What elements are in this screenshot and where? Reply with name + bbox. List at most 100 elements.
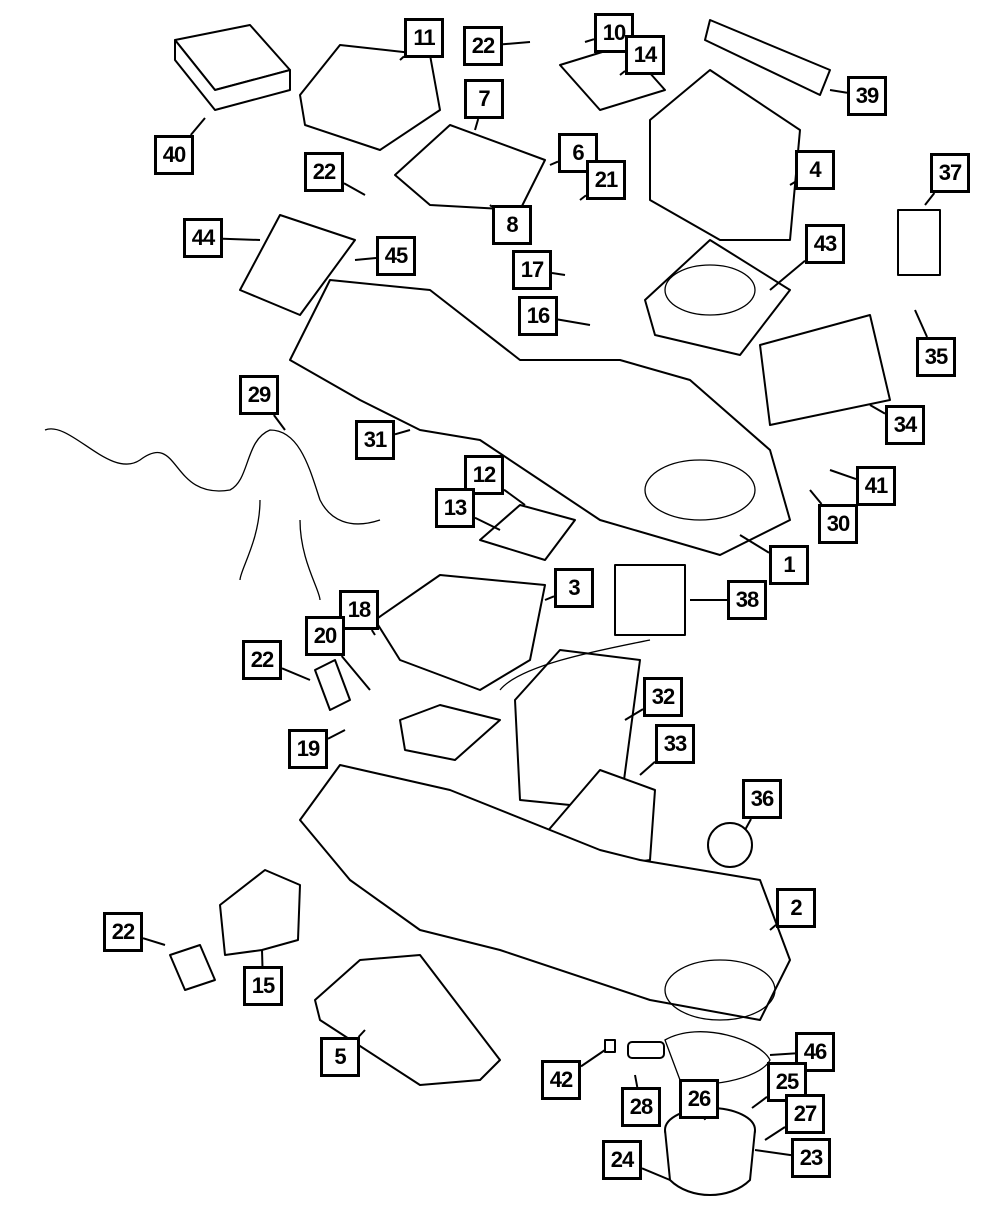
leader-line-28 [634,1074,639,1088]
leader-line-42 [580,1049,606,1068]
callout-14: 14 [625,35,665,75]
callout-37: 37 [930,153,970,193]
part-24-motor [664,1129,756,1196]
part-7-door [394,124,546,211]
callout-42: 42 [541,1060,581,1100]
leader-line-32 [624,708,644,721]
part-3-housing [374,574,546,691]
callout-31: 31 [355,420,395,460]
leader-line-22 [142,937,166,946]
leader-line-30 [809,489,823,505]
callout-23: 23 [791,1138,831,1178]
callout-22: 22 [242,640,282,680]
callout-43: 43 [805,224,845,264]
leader-line-46 [769,1052,796,1056]
callout-21: 21 [586,160,626,200]
part-39-seal [704,19,831,96]
callout-26: 26 [679,1079,719,1119]
leader-line-4 [789,181,796,186]
callout-39: 39 [847,76,887,116]
callout-41: 41 [856,466,896,506]
callout-15: 15 [243,966,283,1006]
leader-line-14 [619,70,626,76]
part-42 [604,1039,616,1053]
leader-line-10 [584,38,595,43]
callout-17: 17 [512,250,552,290]
callout-6: 6 [558,133,598,173]
callout-22: 22 [103,912,143,952]
leader-line-43 [769,259,806,291]
leader-line-13 [474,516,501,531]
callout-8: 8 [492,205,532,245]
leader-line-6 [549,160,559,166]
callout-22: 22 [304,152,344,192]
leader-line-23 [754,1149,792,1157]
part-2-lower-housing [299,764,791,1021]
leader-line-19 [327,729,346,740]
part-28 [627,1041,665,1059]
leader-line-41 [829,469,857,480]
part-36 [707,822,753,868]
leader-line-36 [744,818,752,831]
leader-line-29 [273,414,286,431]
callout-44: 44 [183,218,223,258]
leader-line-34 [869,404,886,415]
leader-line-21 [579,194,587,201]
leader-line-37 [924,192,936,206]
callout-24: 24 [602,1140,642,1180]
part-43-ring [664,264,756,316]
part-40-base [174,39,291,111]
part-2-opening [664,959,776,1021]
callout-2: 2 [776,888,816,928]
part-1-upper-housing [289,279,791,556]
leader-line-11 [399,55,405,61]
leader-line-17 [551,272,566,276]
callout-1: 1 [769,545,809,585]
leader-line-40 [189,117,206,136]
part-22-actuator [314,659,351,711]
callout-45: 45 [376,236,416,276]
leader-line-16 [557,318,591,326]
part-11 [299,44,441,151]
leader-line-24 [641,1167,671,1181]
leader-line-45 [354,256,377,261]
callout-28: 28 [621,1087,661,1127]
leader-line-8 [489,204,493,208]
callout-32: 32 [643,677,683,717]
part-5-duct [314,954,501,1086]
callout-13: 13 [435,488,475,528]
part-32-evaporator [514,649,641,811]
callout-19: 19 [288,729,328,769]
leader-line-31 [394,429,411,436]
leader-line-27 [764,1126,786,1141]
callout-35: 35 [916,337,956,377]
part-1-opening [644,459,756,521]
callout-33: 33 [655,724,695,764]
leader-line-3 [544,595,555,601]
callout-40: 40 [154,135,194,175]
part-22-actuator-bottom [169,944,216,991]
leader-line-12 [503,488,526,506]
part-34-core [759,314,891,426]
callout-7: 7 [464,79,504,119]
part-37 [897,209,941,276]
leader-line-35 [914,309,928,338]
callout-29: 29 [239,375,279,415]
callout-20: 20 [305,616,345,656]
part-doors-lower [399,704,501,761]
part-32-tubes [499,639,651,691]
callout-38: 38 [727,580,767,620]
part-38 [614,564,686,636]
part-15 [219,869,301,956]
leader-line-2 [769,924,777,931]
part-4-housing [649,69,801,241]
leader-line-44 [222,237,261,241]
part-29-wiring-harness [44,428,381,601]
leader-line-5 [357,1029,366,1038]
leader-line-22 [343,182,366,196]
leader-line-1 [739,534,770,554]
leader-line-39 [829,89,848,94]
callout-11: 11 [404,18,444,58]
leader-line-22 [502,41,531,46]
